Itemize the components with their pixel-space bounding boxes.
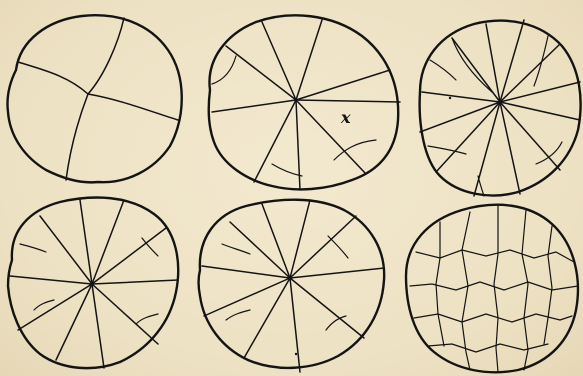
- stage-segmented-middle: [199, 200, 385, 372]
- stage-four-cells: [7, 15, 181, 182]
- stage-many-cells: [420, 20, 581, 196]
- stage-radial-cells: [209, 15, 400, 190]
- stage-segmented-left: [8, 198, 178, 369]
- cell-label-x: x: [341, 108, 351, 127]
- stage-mosaic-cells: [406, 205, 578, 373]
